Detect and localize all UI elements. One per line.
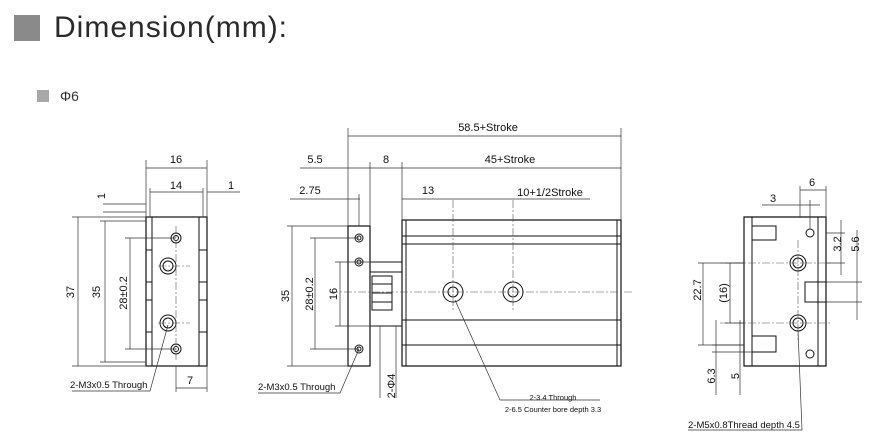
right-body-outline	[743, 216, 827, 367]
left-dim-28: 28±0.2	[118, 276, 130, 310]
mid-dim-28: 28±0.2	[304, 277, 316, 311]
middle-view: 58.5+Stroke 5.5 8 45+Stroke 2.75 13 10+1…	[258, 122, 632, 414]
mid-dim-phi4: 2-Φ4	[386, 374, 398, 399]
right-dim-3-2: 3.2	[832, 236, 844, 251]
right-view: 6 3 3.2 5.6 22.7 (16) 6.3 5 2-M5x0.8Th	[688, 177, 862, 431]
mid-dim-16: 16	[328, 288, 340, 300]
left-dim-1-top: 1	[96, 193, 108, 199]
mid-dim-8: 8	[383, 154, 389, 166]
mid-dim-5-5: 5.5	[307, 154, 322, 166]
left-dim-7: 7	[187, 375, 193, 387]
mid-dim-13: 13	[422, 185, 434, 197]
left-note: 2-M3x0.5 Through	[70, 380, 147, 391]
right-dim-5: 5	[730, 373, 742, 379]
title-marker	[14, 15, 40, 41]
section-heading: Φ6	[37, 88, 79, 104]
right-dim-6-3: 6.3	[706, 368, 718, 383]
left-view: 16 14 1 1 37 35 28±0.2 7 2-M3x0.5	[65, 154, 240, 392]
title-block: Dimension(mm):	[14, 10, 288, 46]
left-dim-37: 37	[65, 286, 77, 298]
mid-dim-35: 35	[280, 290, 292, 302]
right-dim-5-6: 5.6	[850, 236, 862, 251]
mid-note-hole-2: 2-6.5 Counter bore depth 3.3	[505, 405, 601, 414]
right-dim-16: (16)	[718, 283, 730, 303]
mid-dim-45: 45+Stroke	[485, 154, 535, 166]
mid-dim-half-stroke: 10+1/2Stroke	[517, 187, 583, 199]
mid-dim-2-75: 2.75	[299, 185, 320, 197]
left-body-outline	[145, 216, 208, 367]
left-dim-16: 16	[170, 154, 182, 166]
mid-dim-58-5: 58.5+Stroke	[458, 122, 518, 134]
right-dim-6: 6	[809, 177, 815, 189]
left-dim-1-right: 1	[228, 180, 234, 192]
section-marker	[37, 90, 49, 102]
mid-note-left: 2-M3x0.5 Through	[258, 382, 335, 393]
left-dim-14: 14	[170, 180, 182, 192]
section-label: Φ6	[60, 88, 79, 104]
left-dim-35: 35	[91, 286, 103, 298]
mid-cylinder-body	[401, 219, 622, 367]
right-dim-3: 3	[770, 193, 776, 205]
right-dim-22-7: 22.7	[692, 279, 704, 300]
page-title: Dimension(mm):	[54, 11, 289, 44]
mid-note-hole-1: 2-3.4 Through	[530, 393, 577, 402]
right-note: 2-M5x0.8Thread depth 4.5	[688, 420, 800, 431]
